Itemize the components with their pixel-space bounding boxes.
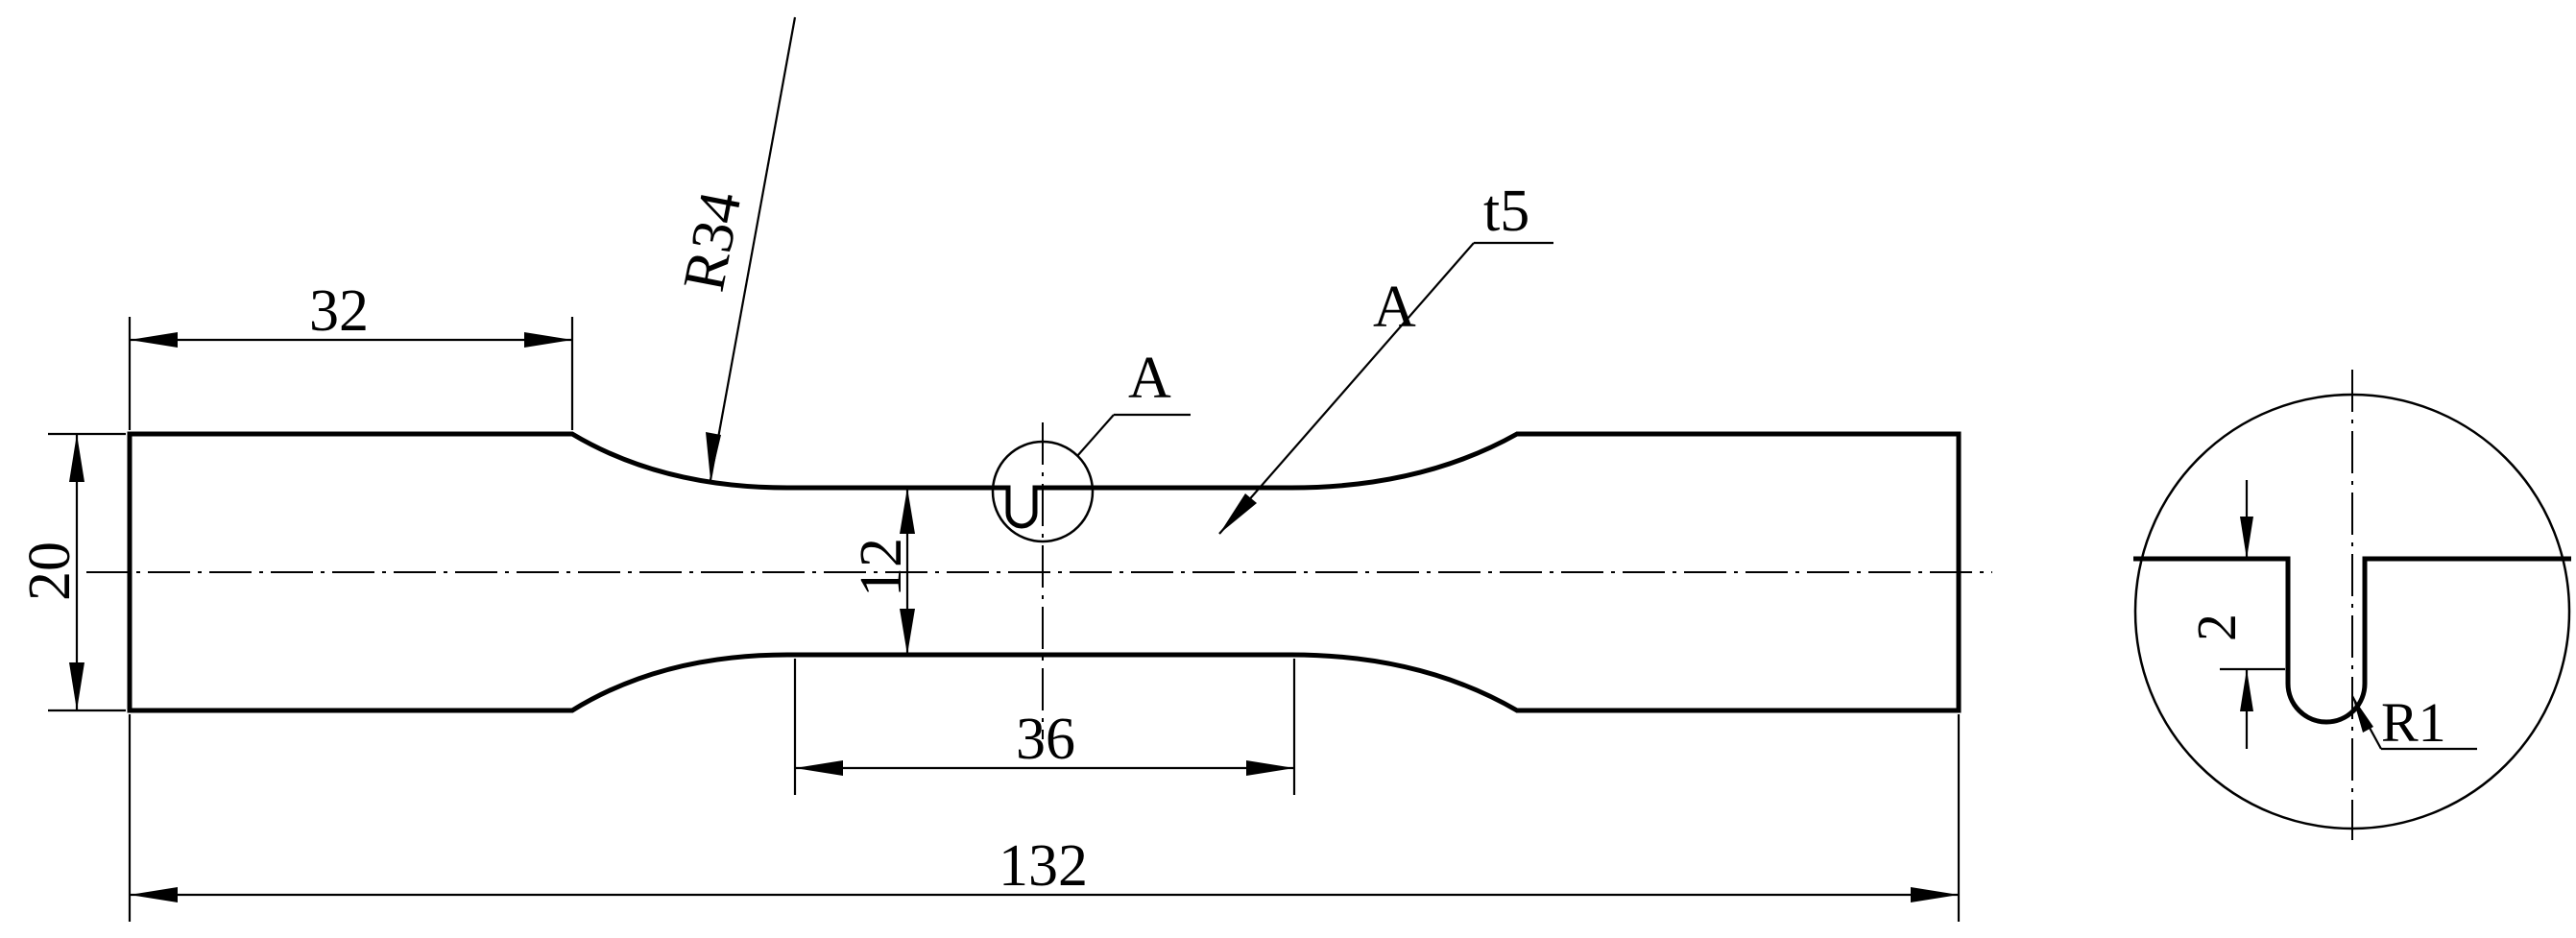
dimension-fillet-radius: R34 <box>671 16 797 481</box>
detail-callout-leader <box>1076 414 1115 457</box>
fillet-radius-label: R34 <box>671 186 754 296</box>
detail-callout-label: A <box>1128 346 1171 411</box>
dimension-notch-depth: 2 <box>2185 480 2285 749</box>
thickness-label: t5 <box>1483 179 1529 244</box>
dimension-grip-length: 32 <box>128 278 574 430</box>
gauge-length-label: 36 <box>1016 707 1075 772</box>
detail-view-title: A <box>1373 275 1416 340</box>
detail-callout-circle <box>991 440 1095 543</box>
dimension-notch-radius: R1 <box>2351 691 2477 754</box>
notch-radius-label: R1 <box>2381 691 2446 754</box>
thickness-leader: t5 <box>1218 179 1553 535</box>
grip-width-label: 20 <box>17 541 83 601</box>
specimen-outline <box>127 431 1962 713</box>
dimension-gauge-length: 36 <box>793 659 1296 795</box>
dimension-gauge-width: 12 <box>849 488 915 655</box>
dimension-total-length: 132 <box>128 714 1961 922</box>
detail-view-a: A 2 R1 <box>1373 275 2571 840</box>
specimen-main-view: A 32 20 R34 <box>17 16 1992 922</box>
detail-notch-outline <box>2133 556 2571 725</box>
total-length-label: 132 <box>999 833 1088 899</box>
grip-length-label: 32 <box>309 278 369 344</box>
notch-depth-label: 2 <box>2185 613 2248 641</box>
gauge-width-label: 12 <box>849 538 914 597</box>
dimension-grip-width: 20 <box>17 432 126 712</box>
